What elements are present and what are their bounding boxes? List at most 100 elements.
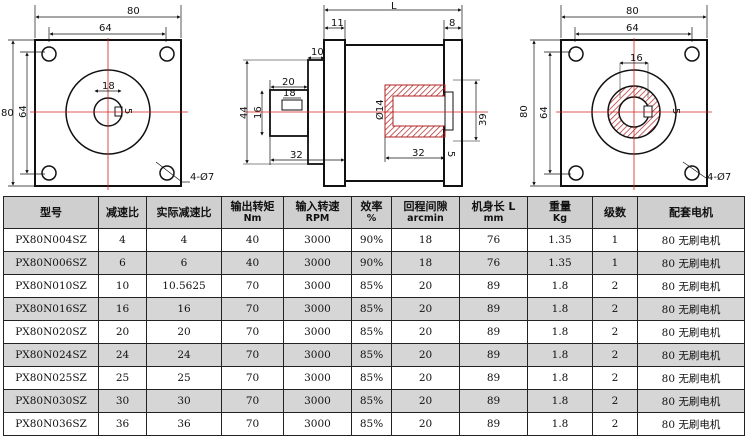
table-cell: 6	[146, 251, 222, 275]
table-cell: 1	[592, 228, 638, 252]
header-label: 重量	[549, 199, 571, 213]
side-view: L 11 8 10 20 18 44 16	[239, 1, 489, 187]
dim-32-left: 32	[290, 150, 303, 161]
header-unit: Kg	[552, 212, 568, 224]
table-cell: 24	[98, 343, 147, 367]
dim-11: 11	[331, 18, 344, 29]
table-cell: 18	[391, 251, 460, 275]
table-cell: 80 无刷电机	[637, 412, 745, 436]
table-cell: 1.35	[527, 251, 593, 275]
table-cell: 10	[98, 274, 147, 298]
table-cell: 1.8	[527, 297, 593, 321]
table-cell: 80 无刷电机	[637, 389, 745, 413]
table-cell: 89	[459, 320, 528, 344]
dim-16: 16	[253, 106, 264, 119]
table-cell: 89	[459, 366, 528, 390]
table-cell: 20	[391, 412, 460, 436]
header-unit: %	[366, 212, 377, 224]
dim-shaft-dia-18: 18	[102, 81, 115, 92]
table-cell: 20	[391, 297, 460, 321]
dim-width-80-r: 80	[626, 6, 639, 17]
table-cell: 76	[459, 228, 528, 252]
technical-drawings: 80 64 80 64 18 5 4-Ø7	[1, 1, 731, 190]
header-label: 配套电机	[669, 205, 713, 219]
table-cell: 20	[146, 320, 222, 344]
table-cell: 2	[592, 366, 638, 390]
table-cell: 1.8	[527, 412, 593, 436]
dim-20: 20	[282, 77, 295, 88]
dim-5-side: 5	[445, 151, 456, 157]
header-label: 回程间隙	[403, 199, 448, 213]
header-label: 输入转速	[295, 199, 340, 213]
table-cell: PX80N024SZ	[3, 343, 99, 367]
table-cell: 80 无刷电机	[637, 228, 745, 252]
header-unit: RPM	[305, 212, 330, 224]
table-cell: 3000	[283, 412, 352, 436]
table-cell: 76	[459, 251, 528, 275]
hole-callout-right: 4-Ø7	[707, 171, 731, 183]
header-cell: 减速比	[98, 196, 147, 229]
table-cell: 30	[98, 389, 147, 413]
table-cell: 2	[592, 297, 638, 321]
header-cell: 配套电机	[637, 196, 745, 229]
dim-height-80-r: 80	[519, 105, 530, 118]
header-cell: 型号	[3, 196, 99, 229]
table-cell: PX80N010SZ	[3, 274, 99, 298]
table-cell: 80 无刷电机	[637, 274, 745, 298]
table-cell: 85%	[351, 297, 392, 321]
table-cell: 80 无刷电机	[637, 297, 745, 321]
table-cell: 1	[592, 251, 638, 275]
table-cell: 25	[98, 366, 147, 390]
table-cell: 70	[221, 389, 284, 413]
table-cell: 2	[592, 343, 638, 367]
table-cell: 20	[391, 366, 460, 390]
table-cell: 16	[98, 297, 147, 321]
table-cell: 3000	[283, 389, 352, 413]
dim-18: 18	[283, 88, 296, 99]
hole-callout-left: 4-Ø7	[190, 171, 214, 183]
dim-bolt-spacing-64-v: 64	[18, 105, 29, 118]
table-cell: 3000	[283, 366, 352, 390]
table-cell: PX80N016SZ	[3, 297, 99, 321]
header-cell: 效率%	[351, 196, 392, 229]
header-label: 级数	[604, 205, 626, 219]
table-cell: 20	[391, 274, 460, 298]
table-cell: 16	[146, 297, 222, 321]
dim-height-80: 80	[1, 108, 14, 119]
dim-32-right: 32	[412, 148, 425, 159]
header-label: 效率	[360, 199, 383, 213]
table-cell: PX80N004SZ	[3, 228, 99, 252]
table-cell: PX80N036SZ	[3, 412, 99, 436]
dim-L: L	[391, 1, 397, 12]
dim-8: 8	[449, 18, 455, 29]
table-cell: 70	[221, 297, 284, 321]
header-label: 型号	[40, 205, 62, 219]
table-cell: 70	[221, 366, 284, 390]
table-cell: 1.8	[527, 366, 593, 390]
table-cell: 2	[592, 389, 638, 413]
dim-key-5-r: 5	[670, 108, 681, 114]
table-cell: 4	[98, 228, 147, 252]
table-cell: 3000	[283, 274, 352, 298]
table-cell: 3000	[283, 343, 352, 367]
table-cell: 2	[592, 412, 638, 436]
table-cell: 20	[391, 389, 460, 413]
table-cell: 24	[146, 343, 222, 367]
header-cell: 级数	[592, 196, 638, 229]
table-cell: 85%	[351, 412, 392, 436]
dim-bore-16: 16	[630, 53, 643, 64]
table-cell: 25	[146, 366, 222, 390]
table-cell: 40	[221, 251, 284, 275]
table-cell: 3000	[283, 228, 352, 252]
header-label: 输出转矩	[230, 199, 275, 213]
header-label: 机身长 L	[471, 199, 516, 213]
